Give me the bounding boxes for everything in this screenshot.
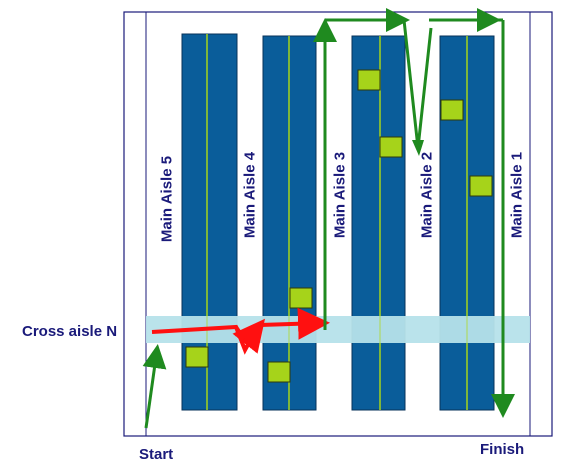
route-arrow-red-1 bbox=[151, 318, 265, 355]
pick-location bbox=[469, 175, 493, 197]
pick-location bbox=[379, 136, 403, 158]
rack-block-2 bbox=[262, 35, 317, 411]
warehouse-boundary bbox=[123, 11, 553, 437]
route-arrow-red-2 bbox=[234, 325, 246, 341]
rack-block-4 bbox=[439, 35, 495, 411]
aisle-label-3: Main Aisle 3 bbox=[331, 151, 349, 239]
aisle-label-1: Main Aisle 1 bbox=[508, 151, 526, 239]
aisle-label-2: Main Aisle 2 bbox=[418, 151, 436, 239]
route-arrow-red-3 bbox=[259, 307, 330, 340]
aisle-label-4: Main Aisle 4 bbox=[241, 151, 259, 239]
pick-location bbox=[440, 99, 464, 121]
pick-location bbox=[185, 346, 209, 368]
aisle-label-5: Main Aisle 5 bbox=[158, 155, 176, 243]
route-arrow-start bbox=[142, 344, 167, 429]
finish-label: Finish bbox=[480, 441, 525, 458]
route-arrow-dip-aisle-2 bbox=[402, 19, 433, 149]
pick-location bbox=[289, 287, 313, 309]
rack-block-3 bbox=[351, 35, 406, 411]
route-dip-arrowhead bbox=[412, 140, 424, 156]
pick-location bbox=[357, 69, 381, 91]
cross-aisle-label: Cross aisle N bbox=[22, 323, 118, 340]
start-label: Start bbox=[139, 446, 174, 463]
pick-location bbox=[267, 361, 291, 383]
